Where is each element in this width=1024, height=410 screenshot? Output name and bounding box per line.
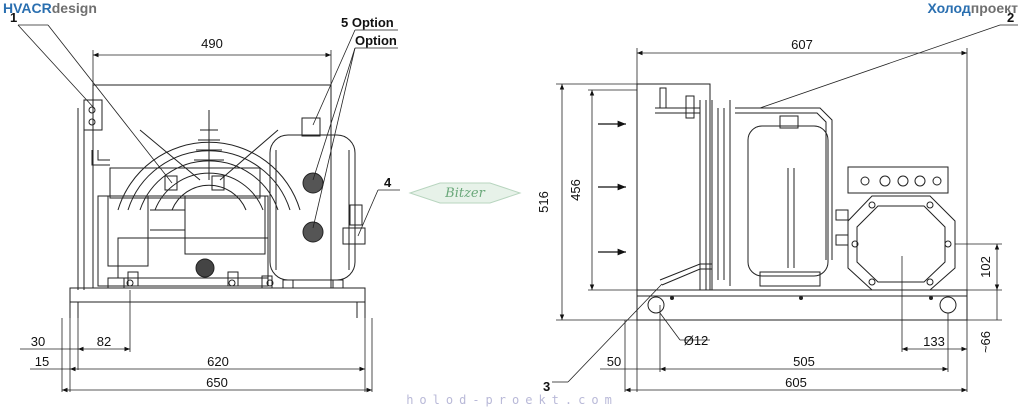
dim-side-607: 607 [791, 37, 813, 52]
dim-front-650: 650 [206, 375, 228, 390]
front-dimensions [17, 24, 400, 393]
dim-side-605: 605 [785, 375, 807, 390]
compressor-front [97, 167, 274, 289]
side-condenser [636, 83, 711, 291]
center-logo-text: Bitzer [444, 186, 485, 201]
callout-option: Option [355, 33, 397, 48]
brand-right-part1: Холод [927, 0, 971, 16]
dim-front-490: 490 [201, 36, 223, 51]
callout-3: 3 [543, 379, 550, 394]
condenser-outline [92, 84, 332, 289]
airflow-arrows [598, 120, 626, 256]
dim-side-50: 50 [607, 354, 621, 369]
brand-right-part2: проект [970, 0, 1018, 16]
brand-right: Холодпроект [927, 0, 1018, 16]
receiver-front [269, 117, 366, 289]
footer-watermark: holod-proekt.com [406, 393, 618, 407]
front-view [69, 84, 366, 318]
dim-front-620: 620 [207, 354, 229, 369]
dim-side-516: 516 [536, 191, 551, 213]
fan-guard [117, 110, 301, 211]
side-view [636, 83, 968, 321]
center-logo: Bitzer [408, 182, 522, 204]
dim-side-hole: Ø12 [684, 333, 709, 348]
brand-left-part1: HVACR [3, 0, 52, 16]
dim-front-30: 30 [31, 334, 45, 349]
dim-front-82: 82 [97, 334, 111, 349]
side-base [636, 289, 968, 321]
compressor-side [747, 115, 829, 287]
dim-side-102: 102 [978, 256, 993, 278]
callout-4: 4 [384, 175, 392, 190]
dim-side-505: 505 [793, 354, 815, 369]
callout-5-option: 5 Option [341, 15, 394, 30]
motor-side [835, 166, 956, 291]
front-base-frame [69, 287, 366, 303]
dim-side-66: ~66 [978, 331, 993, 353]
brand-left: HVACRdesign [3, 0, 97, 16]
dim-side-133: 133 [923, 334, 945, 349]
callout-2: 2 [1007, 10, 1014, 25]
side-dimensions [552, 24, 1018, 393]
callout-1: 1 [10, 10, 17, 25]
brand-left-part2: design [51, 0, 97, 16]
dim-side-456: 456 [568, 179, 583, 201]
dim-front-15: 15 [35, 354, 49, 369]
